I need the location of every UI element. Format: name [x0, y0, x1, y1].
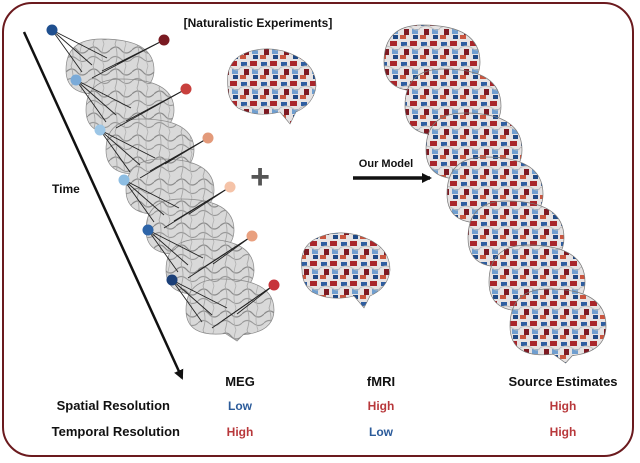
sensor-dot — [158, 34, 170, 46]
plus-icon: + — [250, 158, 270, 196]
fmri-brain-image — [301, 232, 391, 309]
sensor-line — [211, 284, 275, 329]
sensor-line — [163, 186, 231, 229]
temporal-source-value: High — [550, 425, 577, 439]
sensor-dot — [268, 279, 280, 291]
temporal-meg-value: High — [227, 425, 254, 439]
sensor-dot — [202, 132, 214, 144]
sensor-dot — [94, 124, 106, 136]
spatial-meg-value: Low — [228, 399, 253, 413]
sensor-dot — [224, 181, 236, 193]
meg-brain-slice — [185, 278, 275, 342]
sensor-line — [171, 279, 228, 309]
sensor-line — [99, 129, 131, 173]
sensor-line — [147, 229, 189, 266]
sensor-dot — [142, 224, 154, 236]
sensor-line — [91, 39, 165, 79]
meg-brain-image — [227, 48, 317, 125]
sensor-line — [75, 79, 132, 109]
sensor-dot — [180, 83, 192, 95]
sensor-dot — [46, 24, 58, 36]
col-header-fmri: fMRI — [367, 374, 395, 389]
sensor-line — [147, 229, 204, 259]
sensor-line — [139, 137, 209, 179]
sensor-dot — [118, 174, 130, 186]
row-label-temporal: Temporal Resolution — [52, 424, 180, 439]
col-header-source: Source Estimates — [508, 374, 617, 389]
spatial-fmri-value: High — [368, 399, 395, 413]
sensor-line — [99, 129, 156, 159]
meg-brain-stack — [46, 24, 280, 342]
sensor-line — [187, 235, 253, 279]
sensor-dot — [70, 74, 82, 86]
spatial-source-value: High — [550, 399, 577, 413]
sensor-line — [236, 284, 275, 315]
sensor-line — [51, 29, 108, 59]
temporal-fmri-value: Low — [369, 425, 394, 439]
sensor-line — [123, 179, 155, 223]
header-label: [Naturalistic Experiments] — [184, 16, 333, 30]
source-brain-slice — [509, 288, 607, 364]
row-label-spatial: Spatial Resolution — [57, 398, 170, 413]
sensor-line — [115, 88, 187, 129]
sensor-dot — [166, 274, 178, 286]
col-header-meg: MEG — [225, 374, 255, 389]
sensor-line — [171, 279, 203, 323]
sensor-line — [123, 179, 165, 216]
sensor-dot — [246, 230, 258, 242]
sensor-line — [171, 279, 213, 316]
our-model-label: Our Model — [359, 158, 413, 170]
sensor-line — [75, 79, 107, 123]
time-label: Time — [52, 182, 80, 196]
time-arrow-icon — [22, 31, 184, 380]
sensor-line — [75, 79, 117, 116]
source-estimates-stack — [383, 24, 607, 364]
sensor-line — [123, 179, 180, 209]
sensor-line — [51, 29, 83, 73]
sensor-line — [147, 229, 179, 273]
sensor-line — [51, 29, 93, 66]
sensor-line — [99, 129, 141, 166]
